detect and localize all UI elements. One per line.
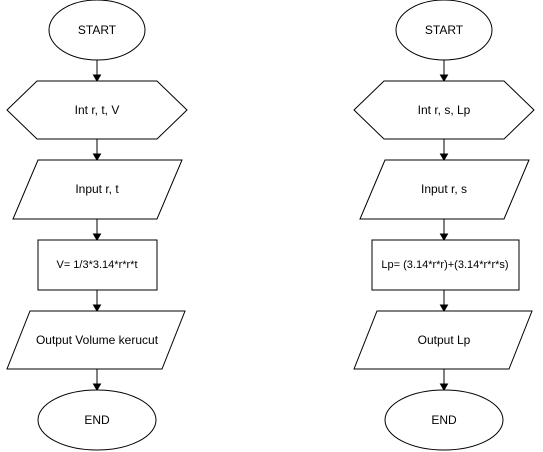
start-terminator: START (395, 0, 493, 61)
process-label: Lp= (3.14*r*r)+(3.14*r*r*s) (381, 259, 508, 271)
arrow-declare-to-input (92, 139, 102, 161)
declaration-label: Int r, s, Lp (418, 103, 471, 117)
input-label: Input r, s (421, 182, 467, 196)
start-terminator: START (48, 0, 146, 61)
arrow-input-to-process (92, 219, 102, 241)
end-label: END (84, 413, 110, 427)
arrow-process-to-output (439, 290, 449, 312)
end-label: END (431, 413, 457, 427)
flowchart-surface-area: START Int r, s, Lp Input r, s Lp= (3.14*… (353, 0, 535, 451)
declaration-hexagon: Int r, t, V (6, 80, 188, 140)
output-label: Output Volume kerucut (36, 333, 159, 347)
start-label: START (425, 23, 464, 37)
start-label: START (78, 23, 117, 37)
output-parallelogram: Output Volume kerucut (6, 310, 186, 370)
arrow-process-to-output (92, 290, 102, 312)
arrow-output-to-end (92, 369, 102, 391)
process-rectangle: V= 1/3*3.14*r*r*t (37, 239, 158, 291)
flowchart-cone-volume: START Int r, t, V Input r, t V= 1/3* (6, 0, 188, 451)
end-terminator: END (384, 389, 504, 451)
process-rectangle: Lp= (3.14*r*r)+(3.14*r*r*s) (371, 239, 520, 291)
input-label: Input r, t (75, 182, 119, 196)
process-label: V= 1/3*3.14*r*r*t (56, 259, 137, 271)
arrow-output-to-end (439, 369, 449, 391)
input-parallelogram: Input r, s (359, 159, 530, 220)
arrow-start-to-declare (439, 60, 449, 82)
arrow-declare-to-input (439, 139, 449, 161)
output-label: Output Lp (418, 333, 471, 347)
arrow-start-to-declare (92, 60, 102, 82)
end-terminator: END (37, 389, 157, 451)
arrow-input-to-process (439, 219, 449, 241)
declaration-label: Int r, t, V (75, 103, 120, 117)
input-parallelogram: Input r, t (12, 159, 183, 220)
output-parallelogram: Output Lp (353, 310, 533, 370)
declaration-hexagon: Int r, s, Lp (353, 80, 535, 140)
